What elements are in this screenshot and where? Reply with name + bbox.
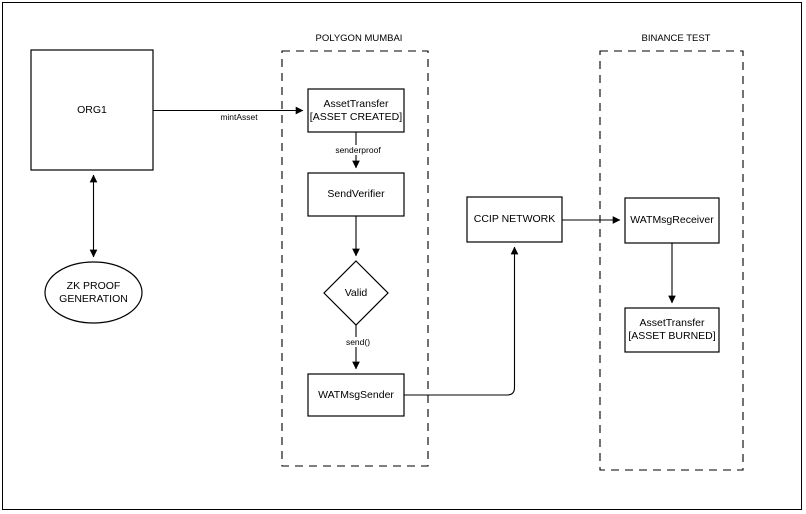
- node-shape-asset-burned[interactable]: [624, 307, 720, 353]
- node-shape-asset-created[interactable]: [307, 88, 405, 133]
- node-ccip-network[interactable]: [467, 197, 562, 242]
- node-zk-proof-generation[interactable]: [45, 262, 142, 323]
- group-box-binance-test: [599, 50, 744, 471]
- node-shape-wat-msg-receiver[interactable]: [624, 197, 720, 244]
- group-title-binance-test: BINANCE TEST: [627, 33, 725, 44]
- node-asset-transfer-asset-burned[interactable]: [625, 308, 719, 352]
- node-org1[interactable]: [31, 50, 153, 170]
- group-box-polygon-mumbai: [281, 50, 429, 467]
- edge-label-senderproof: senderproof: [326, 145, 390, 155]
- edge-label-mint-asset: mintAsset: [209, 112, 269, 122]
- node-shape-wat-msg-sender[interactable]: [307, 373, 405, 417]
- edge-wat-msg-sender-to-ccip-network: [404, 246, 519, 396]
- node-wat-msg-sender[interactable]: [308, 374, 404, 416]
- node-send-verifier[interactable]: [308, 173, 404, 216]
- node-wat-msg-receiver[interactable]: [625, 198, 719, 243]
- group-title-polygon-mumbai: POLYGON MUMBAI: [302, 33, 416, 44]
- edge-label-send-call: send(): [331, 337, 385, 347]
- node-shape-send-verifier[interactable]: [307, 172, 405, 217]
- node-valid-decision[interactable]: [324, 261, 388, 325]
- node-asset-transfer-asset-created[interactable]: [308, 89, 404, 132]
- node-shape-org1[interactable]: [30, 49, 154, 171]
- node-shape-zk-proof[interactable]: [44, 261, 143, 324]
